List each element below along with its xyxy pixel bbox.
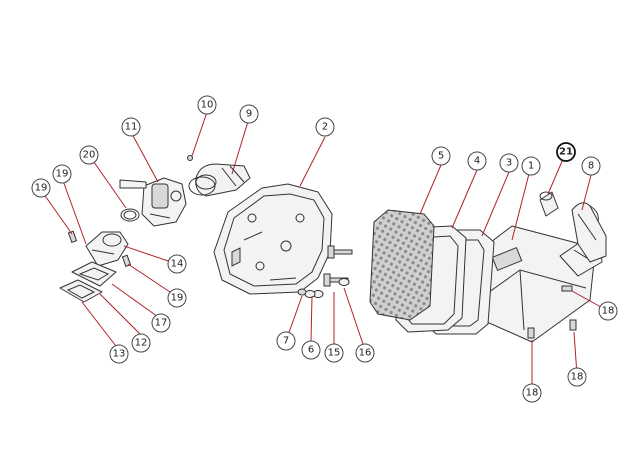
callout-16: 16	[355, 343, 375, 363]
callout-11: 11	[121, 117, 141, 137]
svg-text:9: 9	[246, 109, 252, 120]
screw-18b	[527, 327, 535, 339]
svg-text:13: 13	[113, 349, 126, 360]
callout-18b: 18	[522, 383, 542, 403]
reed-plate	[71, 261, 117, 287]
callout-19b: 19	[52, 164, 72, 184]
svg-text:20: 20	[83, 150, 96, 161]
crankcase-cover	[213, 183, 333, 295]
callout-12: 12	[131, 333, 151, 353]
bolt-16	[327, 245, 353, 259]
callout-20: 20	[79, 145, 99, 165]
svg-text:18: 18	[602, 306, 615, 317]
intake-snorkel	[571, 202, 607, 263]
leader-lines	[40, 111, 609, 389]
air-filter-housing	[465, 225, 603, 343]
svg-text:19: 19	[171, 293, 184, 304]
svg-text:3: 3	[506, 158, 512, 169]
svg-text:6: 6	[308, 345, 314, 356]
callout-7: 7	[276, 331, 296, 351]
intake-manifold	[195, 163, 251, 197]
svg-text:11: 11	[125, 122, 138, 133]
svg-text:14: 14	[171, 259, 184, 270]
stud-19b	[121, 254, 132, 268]
washer-6	[304, 290, 316, 298]
svg-text:18: 18	[526, 388, 539, 399]
callout-2: 2	[315, 117, 335, 137]
filter-mesh	[369, 209, 435, 321]
callout-15: 15	[324, 343, 344, 363]
callout-4: 4	[467, 151, 487, 171]
o-ring	[187, 155, 216, 196]
svg-text:19: 19	[56, 169, 69, 180]
screw-18c	[569, 319, 577, 331]
svg-text:7: 7	[283, 336, 289, 347]
callout-10: 10	[197, 95, 217, 115]
intake-elbow	[85, 231, 129, 267]
callout-14: 14	[167, 254, 187, 274]
callout-19a: 19	[31, 178, 51, 198]
stud-19a	[67, 230, 78, 244]
reed-gasket	[59, 279, 103, 303]
callout-8: 8	[581, 156, 601, 176]
callout-21: 21	[556, 142, 576, 162]
svg-text:18: 18	[571, 372, 584, 383]
callout-19c: 19	[167, 288, 187, 308]
svg-text:21: 21	[559, 147, 573, 158]
hose-clamp	[120, 208, 140, 222]
svg-text:19: 19	[35, 183, 48, 194]
svg-text:15: 15	[328, 348, 341, 359]
carburetor	[119, 177, 187, 227]
callout-1: 1	[521, 156, 541, 176]
callout-13: 13	[109, 344, 129, 364]
callout-5: 5	[431, 146, 451, 166]
bushing-7	[297, 288, 307, 296]
svg-text:2: 2	[322, 122, 328, 133]
callout-18c: 18	[567, 367, 587, 387]
callout-17: 17	[151, 313, 171, 333]
callout-3: 3	[499, 153, 519, 173]
svg-text:1: 1	[528, 161, 534, 172]
svg-text:4: 4	[474, 156, 480, 167]
screw-18a	[561, 285, 573, 292]
callout-6: 6	[301, 340, 321, 360]
svg-text:17: 17	[155, 318, 168, 329]
svg-text:10: 10	[201, 100, 214, 111]
svg-text:16: 16	[359, 348, 372, 359]
svg-text:8: 8	[588, 161, 594, 172]
svg-text:5: 5	[438, 151, 444, 162]
svg-text:12: 12	[135, 338, 148, 349]
callout-18a: 18	[598, 301, 618, 321]
sleeve-part	[539, 191, 559, 217]
callout-9: 9	[239, 104, 259, 124]
